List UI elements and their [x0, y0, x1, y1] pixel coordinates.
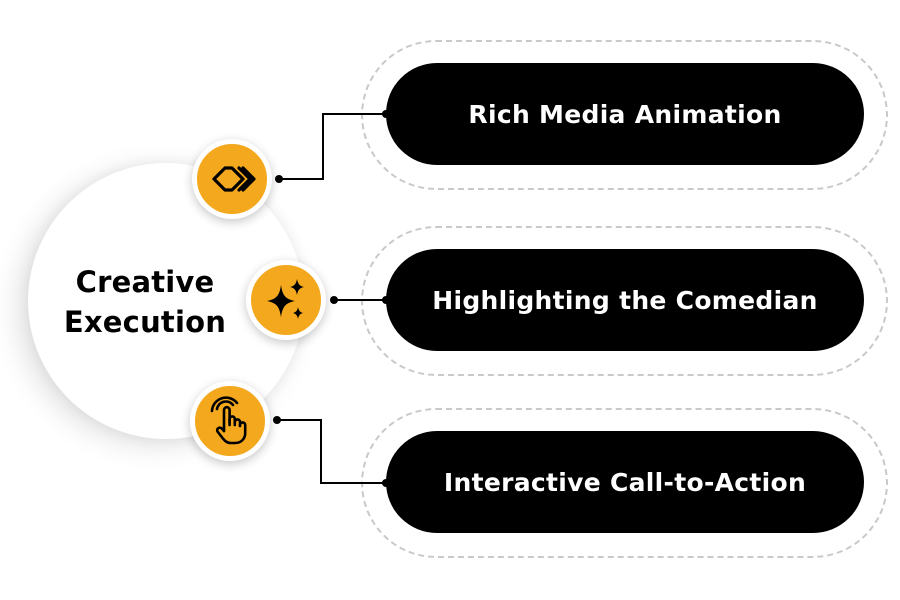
icon-disc-1 — [192, 139, 272, 219]
icon-disc-3 — [190, 381, 270, 461]
hub-title-line-1: Creative — [75, 265, 215, 299]
icon-disc-2 — [246, 260, 326, 340]
double-chevron-diamond-icon — [212, 166, 256, 192]
pill-label-1: Rich Media Animation — [468, 99, 782, 129]
connector-line-3 — [277, 419, 386, 484]
pill-label-2: Highlighting the Comedian — [432, 285, 818, 315]
connector-dot-3a — [273, 416, 281, 424]
connector-line-1 — [279, 113, 386, 180]
hub-title-line-2: Execution — [63, 305, 227, 339]
hub-title: Creative Execution — [30, 262, 260, 342]
tap-hand-icon — [210, 396, 247, 445]
pill-interactive-call-to-action: Interactive Call-to-Action — [386, 431, 864, 533]
pill-label-3: Interactive Call-to-Action — [443, 467, 807, 497]
pill-highlighting-the-comedian: Highlighting the Comedian — [386, 249, 864, 351]
pill-rich-media-animation: Rich Media Animation — [386, 63, 864, 165]
connector-dot-1a — [275, 175, 283, 183]
connector-dot-2a — [330, 296, 338, 304]
sparkles-icon — [267, 279, 304, 319]
